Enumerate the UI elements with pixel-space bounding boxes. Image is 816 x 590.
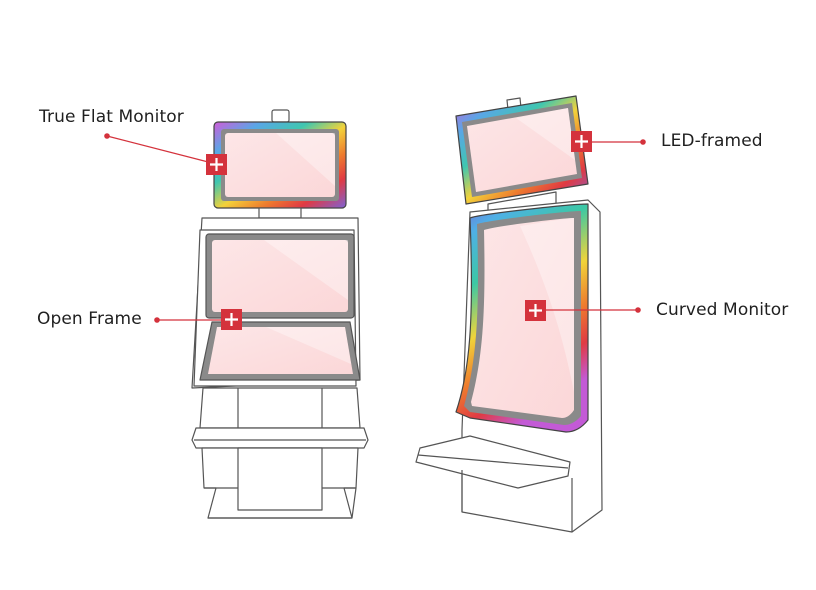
left-cabinet xyxy=(191,109,369,519)
led-framed-hotspot[interactable] xyxy=(571,131,592,152)
curved-monitor-hotspot[interactable] xyxy=(525,300,546,321)
label-led-framed: LED-framed xyxy=(661,131,763,151)
right-cabinet xyxy=(415,95,603,533)
callout-lines xyxy=(104,133,646,323)
label-true-flat-monitor: True Flat Monitor xyxy=(39,107,184,127)
true-flat-hotspot[interactable] xyxy=(206,154,227,175)
label-curved-monitor: Curved Monitor xyxy=(656,300,789,320)
label-open-frame: Open Frame xyxy=(37,309,142,329)
open-frame-hotspot[interactable] xyxy=(221,309,242,330)
